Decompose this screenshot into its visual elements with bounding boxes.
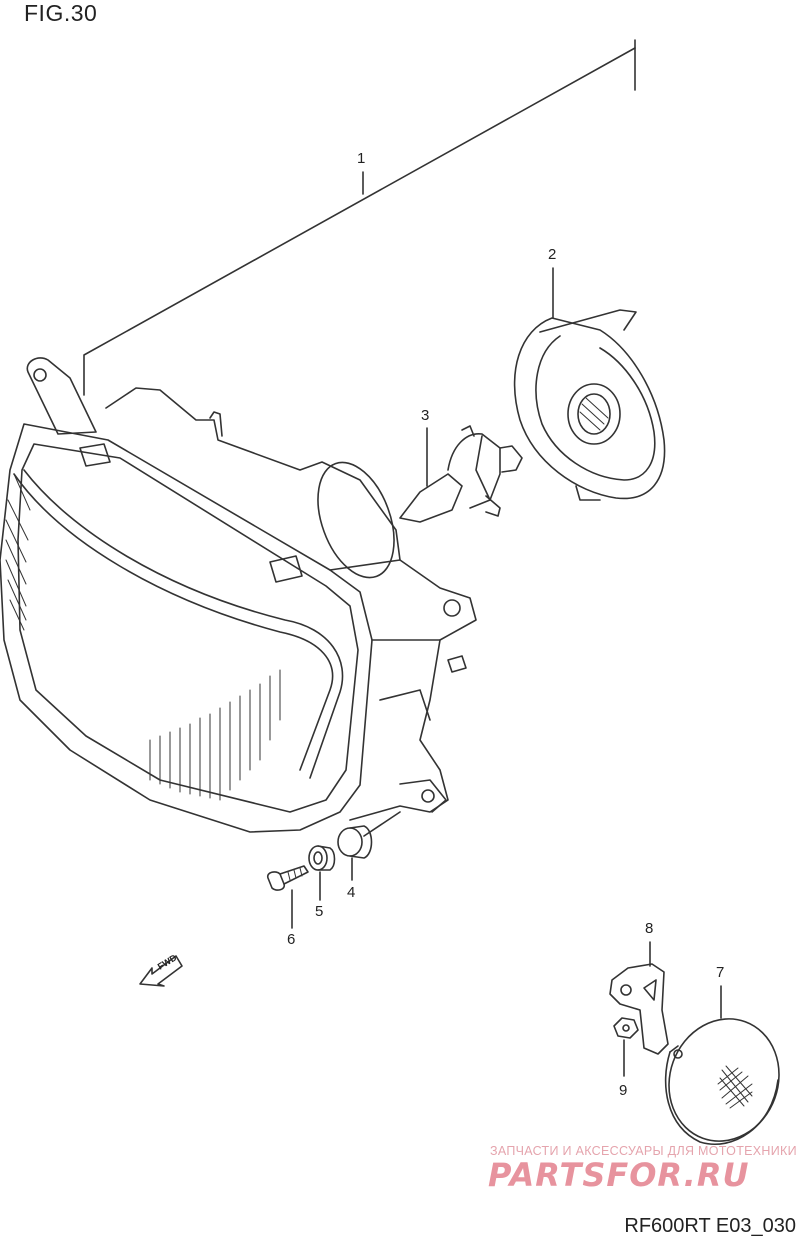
leader-line-1 xyxy=(83,39,636,396)
socket-cover xyxy=(513,267,666,501)
callout-label-8: 8 xyxy=(645,920,654,937)
fwd-arrow-icon: FWD xyxy=(139,952,183,987)
watermark-tagline: ЗАПЧАСТИ И АКСЕССУАРЫ ДЛЯ МОТОТЕХНИКИ xyxy=(490,1144,797,1158)
bulb xyxy=(399,425,523,523)
watermark-logo: PARTSFOR.RU xyxy=(488,1156,749,1194)
callout-label-4: 4 xyxy=(347,884,356,901)
callout-label-5: 5 xyxy=(315,903,324,920)
figure-title: FIG.30 xyxy=(24,0,98,26)
washer xyxy=(308,845,336,901)
callout-label-6: 6 xyxy=(287,931,296,948)
nut xyxy=(613,1017,639,1077)
callout-label-1: 1 xyxy=(357,150,366,167)
callout-label-3: 3 xyxy=(421,407,430,424)
headlight-assembly xyxy=(0,357,477,833)
callout-label-7: 7 xyxy=(716,964,725,981)
callout-label-2: 2 xyxy=(548,246,557,263)
callout-label-9: 9 xyxy=(619,1082,628,1099)
figure-code: RF600RT E03_030 xyxy=(624,1215,796,1237)
screw xyxy=(266,865,309,929)
watermark-brand: PARTSFOR.RU xyxy=(488,1156,749,1194)
grommet xyxy=(337,811,401,881)
reflector xyxy=(664,985,780,1146)
bracket xyxy=(609,941,669,1055)
